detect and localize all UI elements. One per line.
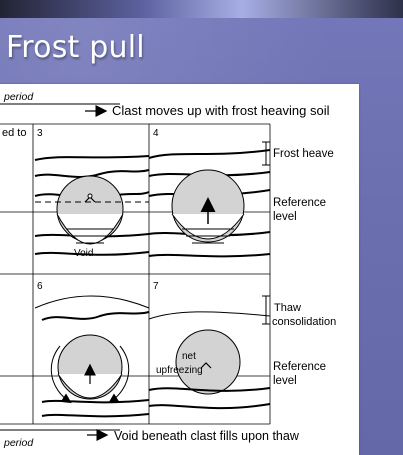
panel-7-drawing: net upfreezing <box>149 312 270 408</box>
void-label: Void <box>74 248 93 259</box>
bottom-arrow-text: Void beneath clast fills upon thaw <box>114 429 300 443</box>
panel-3-number: 3 <box>37 128 43 139</box>
slide-title: Frost pull <box>6 30 145 65</box>
top-decorative-strip <box>0 0 403 18</box>
panel-6-drawing <box>35 296 149 416</box>
thaw-label-line1: Thaw <box>274 302 301 314</box>
panel-4-drawing <box>149 150 270 256</box>
panel-1-fragment: ed to <box>2 127 26 139</box>
right-annotations: Frost heave Reference level Thaw consoli… <box>262 142 336 387</box>
frost-pull-figure: period Clast moves up with frost heaving… <box>0 84 359 455</box>
thaw-label-line2: consolidation <box>272 316 336 328</box>
net-upfreezing-line1: net <box>182 351 196 362</box>
frost-heave-label: Frost heave <box>273 148 334 160</box>
top-period-label: period <box>3 91 34 103</box>
panel-7-number: 7 <box>153 281 159 292</box>
panel-4-number: 4 <box>153 128 159 139</box>
reference-level-top-line1: Reference <box>273 197 326 209</box>
reference-level-top-line2: level <box>273 211 297 223</box>
net-upfreezing-line2: upfreezing <box>156 365 203 376</box>
panel-3-drawing: Void <box>35 156 149 259</box>
panel-6-number: 6 <box>37 281 43 292</box>
reference-level-bottom-line1: Reference <box>273 361 326 373</box>
reference-level-bottom-line2: level <box>273 375 297 387</box>
top-arrow-text: Clast moves up with frost heaving soil <box>112 103 330 118</box>
bottom-period-label: period <box>3 437 34 449</box>
